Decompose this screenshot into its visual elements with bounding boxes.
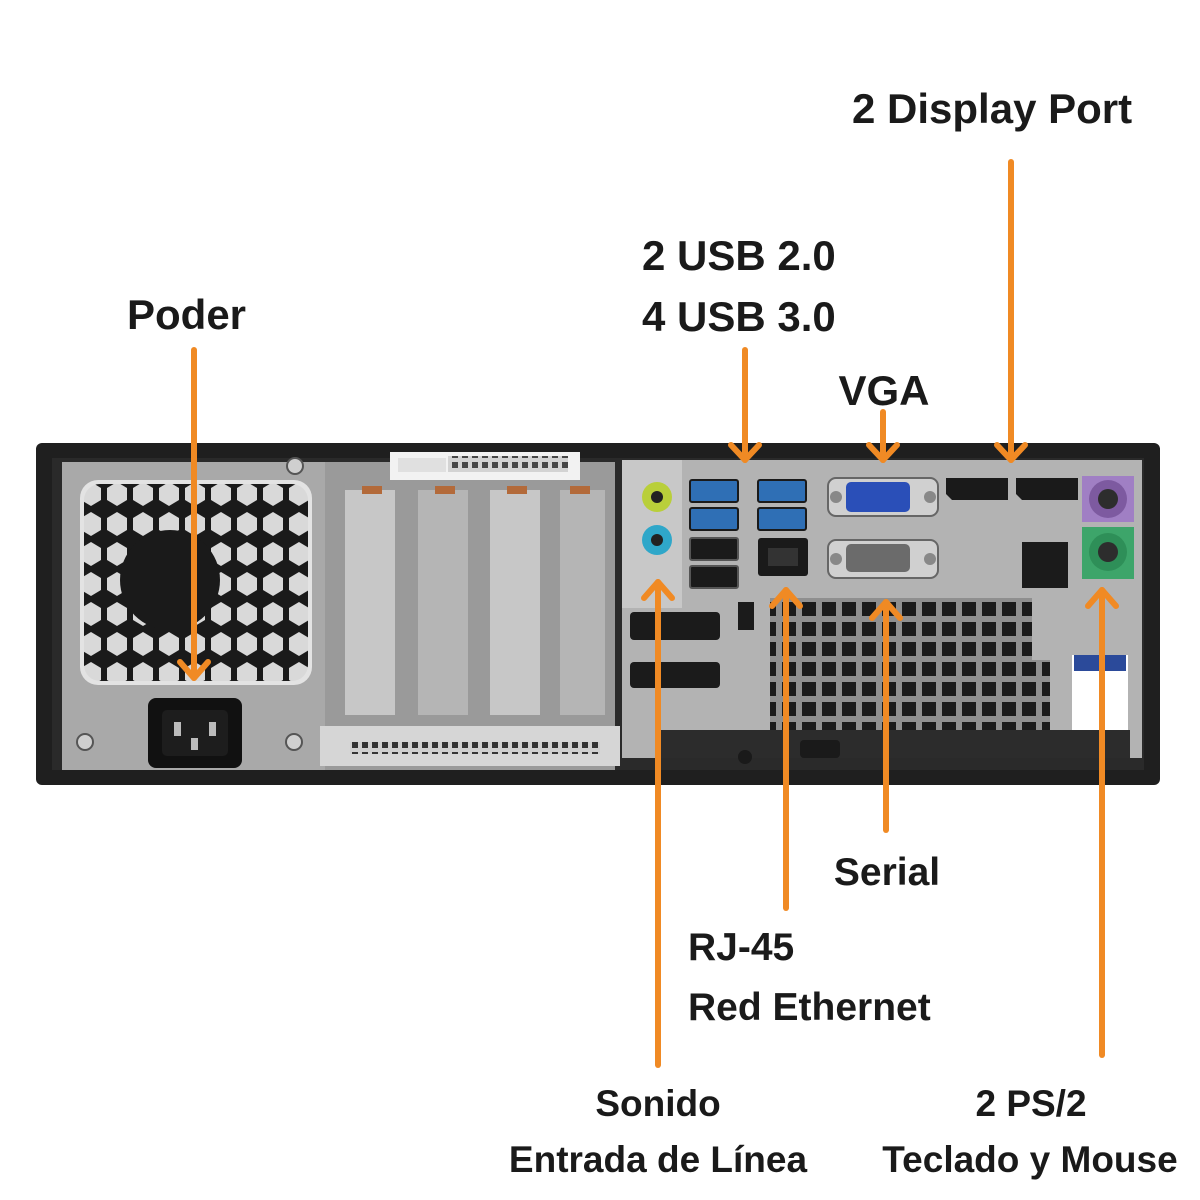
arrow-displayport (994, 159, 1028, 463)
arrow-ps2 (1085, 587, 1119, 1058)
label-ps2-line1: 2 PS/2 (975, 1083, 1087, 1124)
power-socket (148, 698, 242, 768)
usb-ports (689, 479, 807, 589)
label-sound-line2: Entrada de Línea (508, 1139, 808, 1180)
label-sound-line1: Sonido (595, 1083, 721, 1124)
displayport-ports (946, 478, 1078, 500)
label-power: Poder (127, 291, 247, 338)
audio-jacks (642, 482, 672, 555)
label-ps2-line2: Teclado y Mouse (882, 1139, 1178, 1180)
arrow-usb (728, 347, 762, 463)
ps2-ports (1082, 476, 1134, 579)
expansion-slots (320, 452, 620, 770)
callout-arrows (177, 159, 1119, 1068)
label-rj45-line1: RJ-45 (688, 926, 795, 969)
label-usb-line2: 4 USB 3.0 (642, 293, 836, 340)
label-usb-line1: 2 USB 2.0 (642, 232, 836, 279)
label-rj45-line2: Red Ethernet (688, 986, 931, 1029)
arrow-sound (641, 579, 675, 1068)
arrow-vga (866, 409, 900, 463)
rj45-port (758, 538, 808, 576)
arrow-rj45 (769, 587, 803, 911)
arrow-serial (869, 599, 903, 833)
label-serial: Serial (833, 851, 941, 894)
vga-port (827, 477, 939, 517)
label-vga: VGA (838, 367, 930, 414)
label-display-port: 2 Display Port (852, 85, 1133, 132)
serial-port (827, 539, 939, 579)
arrow-power (177, 347, 211, 681)
